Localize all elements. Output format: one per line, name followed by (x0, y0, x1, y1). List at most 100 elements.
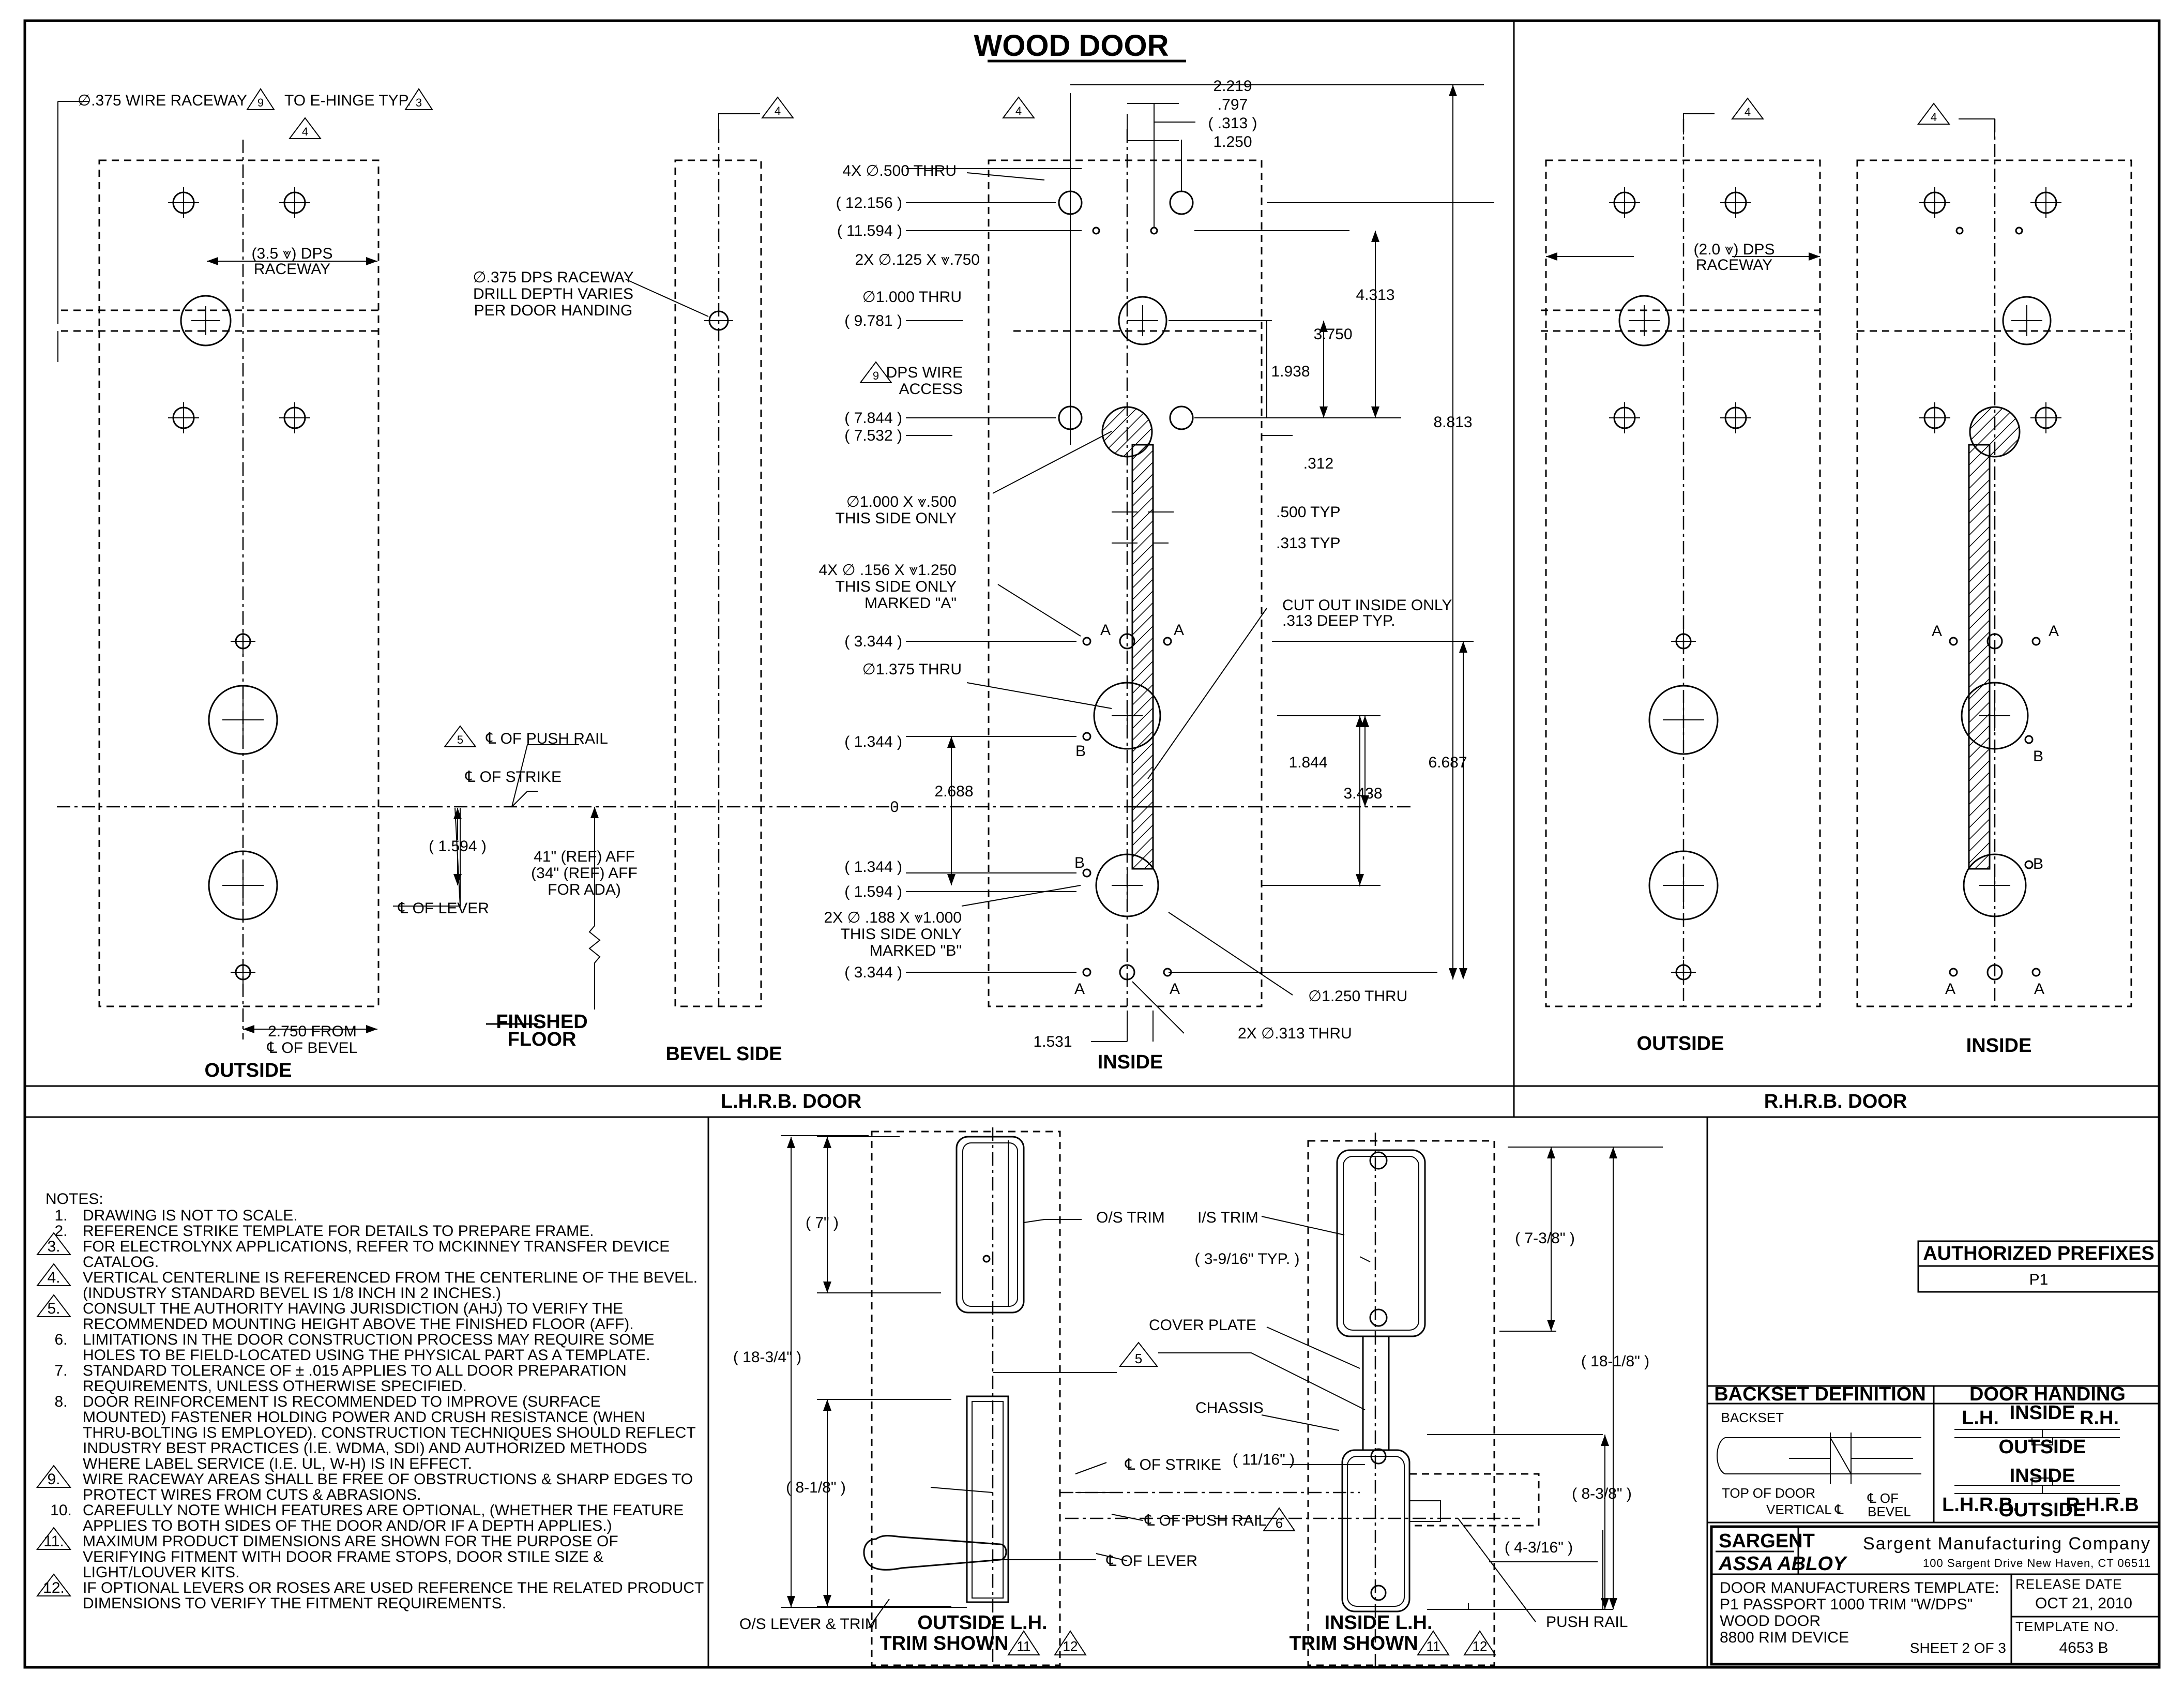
note-triangle-9 (246, 88, 275, 110)
y-1594: ( 1.594 ) (844, 883, 902, 900)
note-triangle-4-rh-inside (1917, 102, 1950, 125)
note-line: IF OPTIONAL LEVERS OR ROSES ARE USED REF… (83, 1579, 704, 1596)
cl-strike-label: ℄ OF STRIKE (465, 768, 562, 786)
section-label-rhrb: R.H.R.B. DOOR (1764, 1091, 1907, 1112)
note-line: PROTECT WIRES FROM CUTS & ABRASIONS. (83, 1486, 421, 1503)
dim-313-typ: .313 TYP (1276, 535, 1341, 552)
note-triangle-5-trim (1118, 1342, 1159, 1367)
y-3344-bottom: ( 3.344 ) (844, 964, 902, 981)
template-desc-1: DOOR MANUFACTURERS TEMPLATE: (1720, 1579, 1999, 1596)
note-line: MOUNTED) FASTENER HOLDING POWER AND CRUS… (83, 1409, 645, 1426)
note-line: CONSULT THE AUTHORITY HAVING JURISDICTIO… (83, 1300, 623, 1317)
note-line: (INDUSTRY STANDARD BEVEL IS 1/8 INCH IN … (83, 1285, 501, 1302)
inside-trim-view (1261, 1133, 1663, 1667)
note-triangle-4-outside (289, 117, 322, 139)
hole-156-2: THIS SIDE ONLY (836, 578, 957, 595)
note-triangle-9-num: 9 (257, 96, 264, 109)
note-number: 6. (54, 1331, 67, 1348)
template-desc-3: WOOD DOOR (1720, 1612, 1821, 1630)
hole-188-3: MARKED "B" (870, 942, 962, 959)
notes-list: NOTES: 1.DRAWING IS NOT TO SCALE.2.REFER… (36, 1190, 704, 1612)
note-5-trim-num: 5 (1135, 1351, 1142, 1366)
os-lever-label: O/S LEVER & TRIM (739, 1616, 878, 1633)
release-date-label: RELEASE DATE (2015, 1576, 2122, 1592)
outside-lh-label: OUTSIDE L.H. (917, 1612, 1047, 1634)
note-triangle-6 (1263, 1507, 1296, 1531)
dim-6687: 6.687 (1428, 754, 1467, 771)
hole-188: 2X ∅ .188 X ⩔1.000 (824, 909, 962, 926)
handing-outside-1: OUTSIDE (1999, 1436, 2086, 1458)
hole-1375: ∅1.375 THRU (862, 661, 962, 678)
trim-cl-push-rail-label: ℄ OF PUSH RAIL (1144, 1512, 1267, 1529)
os-trim-label: O/S TRIM (1096, 1209, 1165, 1226)
sheet-number: SHEET 2 OF 3 (1910, 1640, 2006, 1656)
brand-logo: SARGENT (1719, 1530, 1815, 1552)
dim-8813: 8.813 (1433, 414, 1472, 431)
view-label-bevel-side: BEVEL SIDE (665, 1043, 782, 1065)
backset-dim-label-2: ℄ OF BEVEL (267, 1039, 357, 1057)
note-number: 9. (47, 1471, 60, 1488)
release-date: OCT 21, 2010 (2035, 1595, 2132, 1612)
template-no: 4653 B (2059, 1639, 2108, 1656)
y-7844: ( 7.844 ) (844, 410, 902, 427)
note-line: REFERENCE STRIKE TEMPLATE FOR DETAILS TO… (83, 1223, 594, 1240)
rh-dps-raceway-label-2: RACEWAY (1696, 257, 1772, 274)
note-triangle (36, 1573, 72, 1596)
rh-dps-raceway-label: (2.0 ⩔) DPS (1694, 241, 1775, 258)
note-line: VERTICAL CENTERLINE IS REFERENCED FROM T… (83, 1269, 697, 1286)
note-number: 10. (50, 1502, 72, 1519)
note-triangle (36, 1465, 72, 1488)
hole-2x-125: 2X ∅.125 X ⩔.750 (855, 251, 980, 268)
note-line: DRAWING IS NOT TO SCALE. (83, 1207, 298, 1224)
template-no-label: TEMPLATE NO. (2015, 1619, 2119, 1634)
cl-of-label: ℄ OF (1867, 1490, 1899, 1506)
dim-3750: 3.750 (1313, 326, 1352, 343)
dim-1594: ( 1.594 ) (429, 838, 487, 855)
note-triangle (36, 1232, 72, 1255)
note-triangle (36, 1294, 72, 1317)
note-triangle (36, 1527, 72, 1550)
note-line: APPLIES TO BOTH SIDES OF THE DOOR AND/OR… (83, 1517, 612, 1534)
handing-outside-2: OUTSIDE (1999, 1499, 2086, 1521)
dps-raceway-bevel-label: ∅.375 DPS RACEWAY (473, 269, 633, 286)
note-triangle (36, 1263, 72, 1286)
parent-logo: ASSA ABLOY (1718, 1553, 1848, 1575)
dim-312: .312 (1303, 455, 1333, 472)
note-11-inside-num: 11 (1427, 1638, 1440, 1654)
template-desc-2: P1 PASSPORT 1000 TRIM "W/DPS" (1720, 1596, 1973, 1613)
y-11594: ( 11.594 ) (837, 222, 902, 239)
note-triangle-4-inside (1002, 96, 1035, 118)
aff-label-2: (34" (REF) AFF (531, 865, 638, 882)
dim-1531: 1.531 (1033, 1033, 1072, 1050)
backset-label: BACKSET (1721, 1410, 1784, 1425)
cl-note-inside-num: 4 (1015, 104, 1022, 117)
cl-note-rh-outside-num: 4 (1745, 106, 1751, 118)
dim-8-1-8: ( 8-1/8" ) (786, 1479, 846, 1496)
handing-lhrb: L.H.R.B. (1942, 1494, 2019, 1516)
dim-18-1-8: ( 18-1/8" ) (1581, 1353, 1649, 1370)
rh-mark-b-1: B (2033, 748, 2043, 765)
mark-a-1: A (1100, 622, 1111, 639)
dim-11-16: ( 11/16" ) (1233, 1451, 1295, 1468)
handing-rhrb: R.H.R.B (2066, 1494, 2138, 1516)
note-line: FOR ELECTROLYNX APPLICATIONS, REFER TO M… (83, 1238, 670, 1255)
cl-note-rh-inside-num: 4 (1931, 111, 1937, 124)
dim-7-3-8: ( 7-3/8" ) (1515, 1230, 1575, 1247)
dim-7-inch: ( 7" ) (806, 1214, 839, 1231)
outside-bolt-holes (168, 187, 310, 433)
hole-1000-500-2: THIS SIDE ONLY (836, 510, 957, 527)
note-triangle-5 (444, 725, 477, 747)
note-line: LIMITATIONS IN THE DOOR CONSTRUCTION PRO… (83, 1331, 655, 1348)
y-12156: ( 12.156 ) (836, 194, 902, 212)
dps-wire-note-num: 9 (873, 369, 879, 382)
handing-rh: R.H. (2080, 1407, 2119, 1429)
dps-raceway-bevel-label-3: PER DOOR HANDING (474, 302, 633, 319)
dim-3-9-16: ( 3-9/16" TYP. ) (1195, 1250, 1300, 1268)
note-line: MAXIMUM PRODUCT DIMENSIONS ARE SHOWN FOR… (83, 1533, 618, 1550)
mark-a-4: A (1170, 981, 1180, 998)
backset-handing-block (1706, 1385, 2160, 1524)
note-line: WIRE RACEWAY AREAS SHALL BE FREE OF OBST… (83, 1471, 693, 1488)
dim-8-3-8: ( 8-3/8" ) (1572, 1485, 1632, 1502)
inside-lh-label: INSIDE L.H. (1324, 1612, 1432, 1634)
